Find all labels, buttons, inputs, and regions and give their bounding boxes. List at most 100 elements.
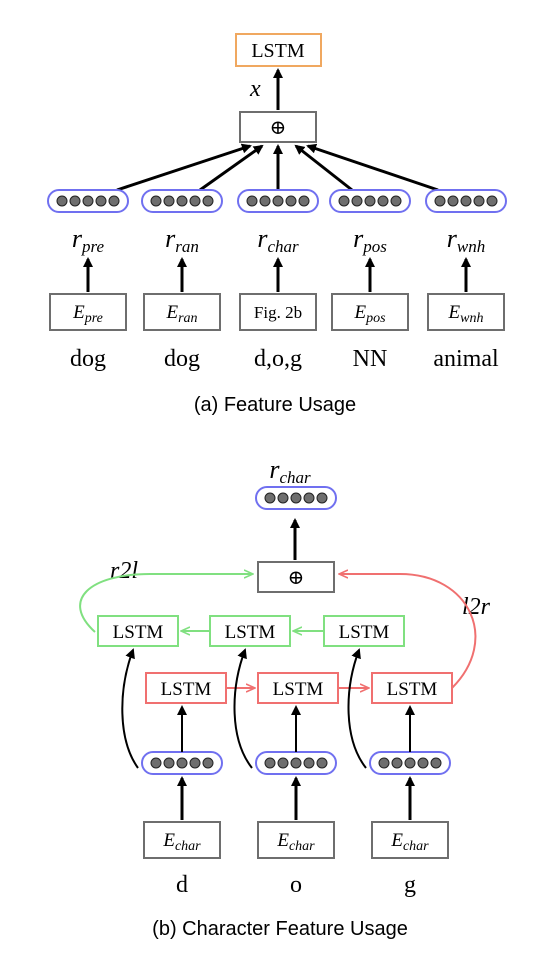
top-lstm-label: LSTM [251,40,305,62]
feature-word: NN [353,346,388,372]
arrow-wnh-concat [306,143,439,192]
vector-cell [163,195,175,207]
vector-to-backward-arrow [121,648,139,769]
feature-word: dog [164,346,200,372]
embedding-box [49,293,127,331]
char-embedding-box [257,821,335,859]
arrow-pre-concat [116,143,252,192]
vector-cell [108,195,120,207]
vector-cell [259,195,271,207]
vector-cell [189,757,201,769]
panel-b: rchar ⊕ r2l l2r LSTM LSTM LSTM LSTM LSTM [79,455,491,940]
lstm-forward-3 [371,672,453,704]
vector-cell [150,195,162,207]
vector-cell [473,195,485,207]
char-column: Echar d [121,648,223,898]
vector-cell [290,757,302,769]
arrow-ran-concat [199,144,264,192]
vector-cell [277,757,289,769]
vector-cell [404,757,416,769]
vector-cell [176,195,188,207]
char-letter: g [404,872,416,898]
vector-cell [189,195,201,207]
char-embedding-box [371,821,449,859]
embedding-box [331,293,409,331]
vector-cell [430,757,442,769]
char-letter: d [176,872,188,898]
vector-cell [56,195,68,207]
output-vector [255,486,337,510]
vector-cell [417,757,429,769]
lstm-backward-1 [97,615,179,647]
feature-vector [237,189,319,213]
lstm-backward-3 [323,615,405,647]
panel-a: LSTM x ⊕ rpreEpredogrranErandogrcharFig.… [47,33,507,416]
char-vector [141,751,223,775]
vector-cell [69,195,81,207]
vector-cell [163,757,175,769]
vector-to-backward-arrow [233,648,253,769]
vector-cell [460,195,472,207]
arrow-pos-concat [294,144,353,192]
char-letter: o [290,872,302,898]
vector-cell [338,195,350,207]
caption-a: (a) Feature Usage [194,394,356,416]
vector-cell [176,757,188,769]
feature-r-label: rwnh [447,224,485,256]
vector-cell [351,195,363,207]
vector-cell [377,195,389,207]
embedding-box [427,293,505,331]
vector-cell [202,195,214,207]
feature-word: dog [70,346,106,372]
concat-box-b [257,561,335,593]
lstm-backward-3-label: LSTM [339,622,390,643]
embedding-ref-label: Fig. 2b [254,303,302,322]
feature-word: animal [433,346,499,372]
embedding-box [143,293,221,331]
vector-cell [316,757,328,769]
embedding-box [239,293,317,331]
char-embedding-box [143,821,221,859]
vector-cell [290,492,302,504]
lstm-backward-1-label: LSTM [113,622,164,643]
lstm-forward-2 [257,672,339,704]
l2r-path [340,574,477,689]
output-vector-cells [255,486,337,510]
char-embedding-label: Echar [162,830,201,854]
vector-cell [246,195,258,207]
embedding-label: Epos [353,302,386,326]
concat-box-a [239,111,317,143]
char-column: Echar o [233,648,337,898]
x-label: x [249,76,261,102]
vector-cell [285,195,297,207]
vector-cell [447,195,459,207]
embedding-label: Eran [165,302,197,326]
vector-cell [95,195,107,207]
vector-cell [150,757,162,769]
concat-symbol-a: ⊕ [270,117,287,139]
char-vector [255,751,337,775]
feature-vector [47,189,129,213]
lstm-backward-2 [209,615,291,647]
feature-vector [141,189,223,213]
embedding-label: Epre [72,302,103,326]
lstm-forward-1-label: LSTM [161,679,212,700]
vector-cell [202,757,214,769]
feature-vector [329,189,411,213]
caption-b: (b) Character Feature Usage [152,918,408,940]
char-embedding-label: Echar [276,830,315,854]
vector-cell [316,492,328,504]
vector-cell [486,195,498,207]
feature-vector [425,189,507,213]
feature-r-label: rran [165,224,199,256]
vector-cell [82,195,94,207]
lstm-forward-2-label: LSTM [273,679,324,700]
vector-cell [364,195,376,207]
vector-cell [264,757,276,769]
char-embedding-label: Echar [390,830,429,854]
char-vector [369,751,451,775]
vector-cell [272,195,284,207]
